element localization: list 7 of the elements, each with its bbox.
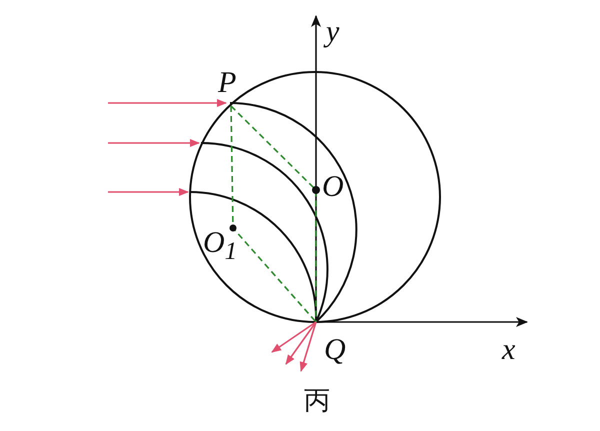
figure-label: 丙 (304, 388, 330, 414)
point-label: O (322, 172, 344, 202)
axis-label: y (326, 17, 340, 47)
point-label: O$_{1}$ (203, 228, 238, 264)
axis-label: x (502, 335, 516, 365)
point-label: Q (324, 335, 346, 365)
point-label: P (218, 68, 236, 98)
